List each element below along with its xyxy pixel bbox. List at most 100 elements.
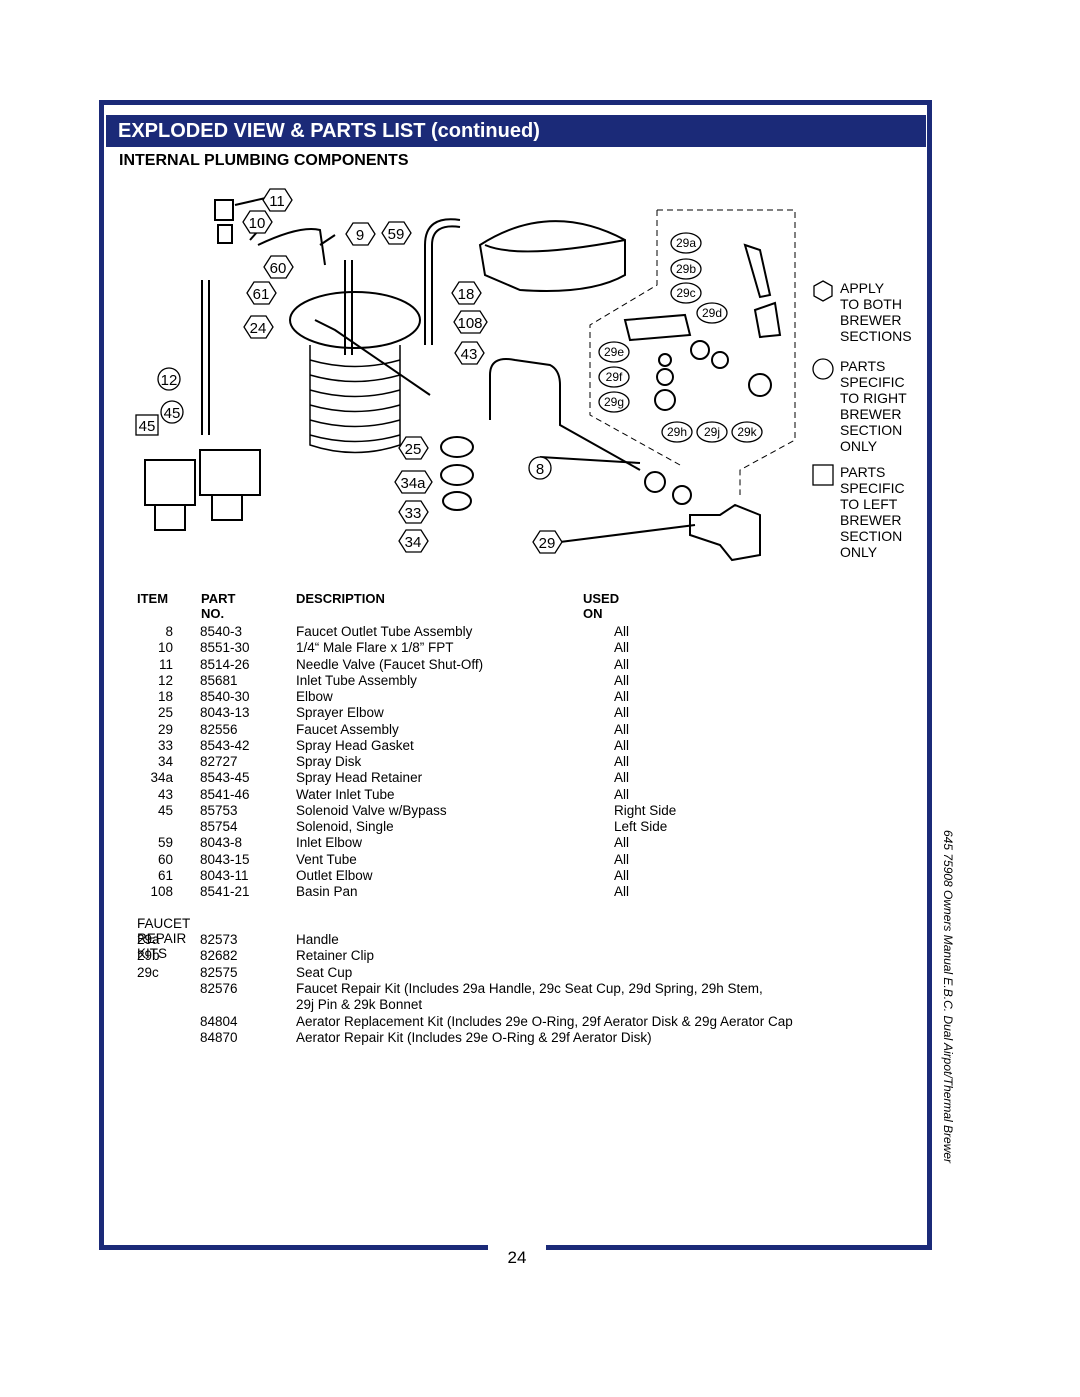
row-used-on: All (614, 705, 630, 721)
callout-label: 29k (737, 425, 757, 439)
row-item: 45 (157, 802, 173, 818)
row-item: 43 (157, 786, 173, 802)
row-description: Inlet Tube Assembly (296, 672, 417, 688)
exploded-view-diagram: 11 10 9 59 60 61 24 12 45 45 18 108 43 2… (135, 188, 796, 562)
row-part-no: 82575 (200, 964, 238, 980)
page-number-gap (488, 1243, 546, 1255)
row-part-no: 85753 (200, 802, 238, 818)
row-part-no: 82576 (200, 980, 238, 996)
callout-label: 25 (405, 441, 422, 458)
row-part-no: 8541-46 (200, 786, 250, 802)
legend-item-hexagon: APPLY TO BOTH BREWER SECTIONS (812, 280, 922, 344)
row-part-no: 84804 (200, 1013, 238, 1029)
callout-label: 18 (458, 286, 475, 303)
row-part-no: 82682 (200, 948, 238, 964)
row-part-no: 82556 (200, 721, 238, 737)
callout-label: 29 (539, 535, 556, 552)
row-used-on: Left Side (614, 819, 668, 834)
callout-label: 43 (461, 346, 478, 363)
section-heading: INTERNAL PLUMBING COMPONENTS (119, 152, 409, 169)
row-description: Sprayer Elbow (296, 705, 384, 721)
callout-label: 60 (270, 260, 287, 277)
legend-text: PARTS SPECIFIC TO RIGHT BREWER SECTION O… (840, 358, 907, 454)
row-item: 12 (157, 672, 173, 688)
callout-label: 34a (400, 475, 426, 492)
callout-label: 12 (161, 372, 178, 389)
row-part-no: 8043-13 (200, 705, 250, 721)
row-part-no: 8043-8 (200, 835, 243, 851)
row-description: Needle Valve (Faucet Shut-Off) (296, 656, 484, 672)
row-part-no: 8043-11 (200, 867, 249, 883)
row-description: Faucet Assembly (296, 721, 399, 737)
row-part-no: 84870 (200, 1029, 238, 1045)
callout-label: 29f (606, 370, 623, 384)
callout-label: 29e (604, 345, 624, 359)
row-item: 29a (137, 932, 160, 947)
header-item: ITEM (137, 591, 169, 606)
row-description: Solenoid Valve w/Bypass (296, 802, 447, 818)
row-description: Vent Tube (296, 851, 357, 867)
row-part-no: 8514-26 (200, 656, 250, 672)
callout-label: 45 (139, 418, 156, 435)
row-item: 18 (157, 689, 173, 704)
legend-text: APPLY TO BOTH BREWER SECTIONS (840, 280, 912, 344)
row-used-on: All (614, 721, 630, 737)
symbol-legend: APPLY TO BOTH BREWER SECTIONS PARTS SPEC… (812, 280, 922, 572)
row-description: Water Inlet Tube (296, 786, 395, 802)
row-used-on: All (614, 884, 630, 899)
row-item: 10 (157, 640, 173, 656)
row-description: Seat Cup (296, 964, 353, 980)
row-item: 34a (150, 770, 173, 786)
row-item: 8 (165, 624, 173, 639)
row-part-no: 82573 (200, 932, 238, 947)
row-part-no: 85754 (200, 819, 238, 834)
callout-label: 9 (356, 227, 364, 244)
callout-label: 29b (676, 262, 696, 276)
row-part-no: 8541-21 (200, 884, 250, 899)
square-icon (812, 464, 834, 486)
callout-label: 34 (405, 534, 422, 551)
row-description: Retainer Clip (296, 948, 375, 964)
row-description: Aerator Repair Kit (Includes 29e O-Ring … (296, 1029, 652, 1045)
row-part-no: 8540-30 (200, 689, 250, 704)
row-description: Basin Pan (296, 884, 358, 899)
row-used-on: All (614, 786, 630, 802)
legend-text: PARTS SPECIFIC TO LEFT BREWER SECTION ON… (840, 464, 905, 560)
row-used-on: All (614, 672, 630, 688)
row-used-on: All (614, 835, 630, 851)
row-item: 29 (157, 721, 173, 737)
legend-item-square: PARTS SPECIFIC TO LEFT BREWER SECTION ON… (812, 464, 922, 560)
row-part-no: 82727 (200, 754, 238, 769)
callout-label: 8 (536, 461, 544, 478)
hexagon-icon (813, 280, 833, 302)
row-used-on: All (614, 689, 630, 704)
callout-label: 29j (704, 425, 720, 439)
row-used-on: Right Side (614, 802, 677, 818)
row-item: 59 (157, 835, 173, 851)
callout-label: 29h (667, 425, 687, 439)
row-item: 61 (157, 867, 173, 883)
callout-label: 29g (604, 395, 624, 409)
row-description: Spray Disk (296, 754, 362, 769)
row-description: Outlet Elbow (296, 867, 373, 883)
row-used-on: All (614, 656, 630, 672)
callout-label: 33 (405, 505, 422, 522)
kits-heading: FAUCET REPAIR KITS (137, 916, 191, 961)
callout-label: 29d (702, 306, 722, 320)
row-used-on: All (614, 851, 630, 867)
row-used-on: All (614, 770, 630, 786)
row-item: 29b (137, 948, 160, 964)
callout-label: 108 (457, 315, 482, 332)
row-item: 11 (158, 656, 173, 672)
header-part-no: PART NO. (201, 591, 236, 621)
row-part-no: 8043-15 (200, 851, 250, 867)
row-item: 108 (150, 884, 173, 899)
callout-label: 24 (250, 320, 267, 337)
row-part-no: 8551-30 (200, 640, 250, 656)
callout-label: 11 (269, 193, 285, 210)
callout-label: 10 (249, 215, 266, 232)
callout-label: 59 (388, 226, 405, 243)
row-description: Faucet Repair Kit (Includes 29a Handle, … (296, 980, 763, 996)
row-used-on: All (614, 624, 630, 639)
legend-item-circle: PARTS SPECIFIC TO RIGHT BREWER SECTION O… (812, 358, 922, 454)
